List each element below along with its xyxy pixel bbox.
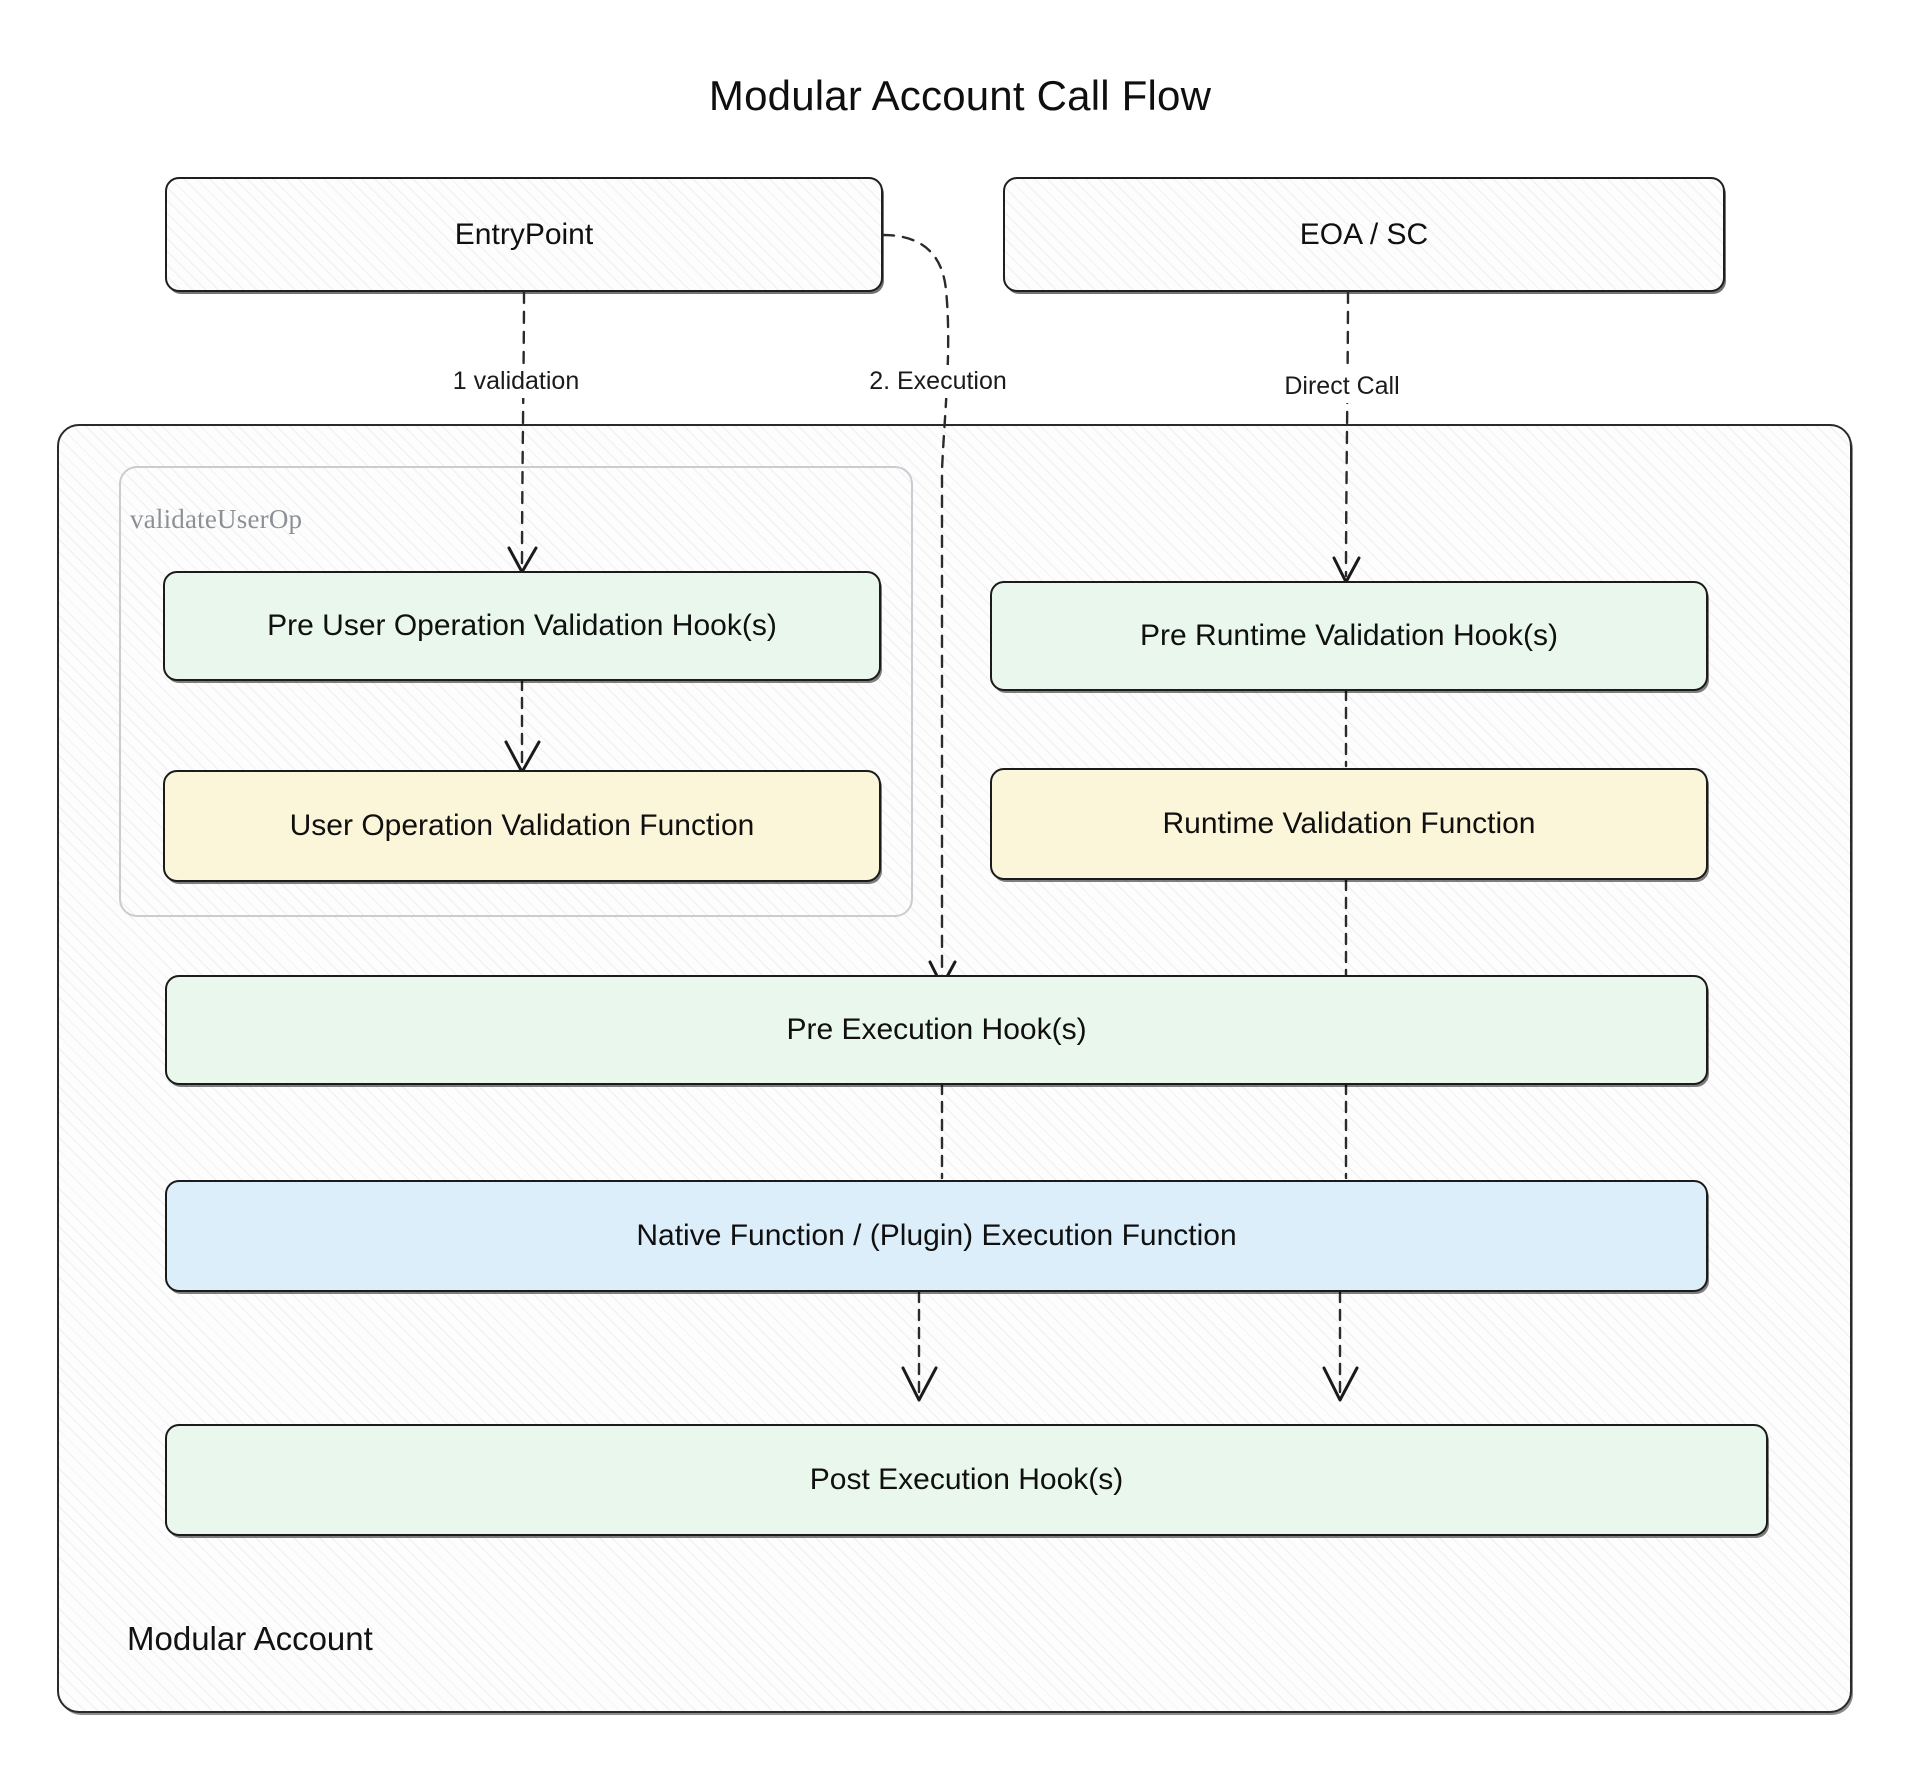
node-runtime-validation-function-label: Runtime Validation Function bbox=[1162, 807, 1536, 840]
diagram-title: Modular Account Call Flow bbox=[708, 72, 1212, 119]
node-pre-runtime-validation-hook-label: Pre Runtime Validation Hook(s) bbox=[1140, 619, 1558, 652]
node-native-function[interactable]: Native Function / (Plugin) Execution Fun… bbox=[165, 1180, 1708, 1292]
node-entrypoint[interactable]: EntryPoint bbox=[165, 177, 883, 292]
container-validate-userop-label: validateUserOp bbox=[130, 504, 303, 534]
edge-label-direct-call: Direct Call bbox=[1277, 370, 1407, 403]
edge-label-execution: 2. Execution bbox=[862, 365, 1014, 398]
node-user-operation-validation-function[interactable]: User Operation Validation Function bbox=[163, 770, 881, 882]
node-eoa-sc-label: EOA / SC bbox=[1299, 217, 1429, 251]
node-eoa-sc[interactable]: EOA / SC bbox=[1003, 177, 1725, 292]
node-post-execution-hook-label: Post Execution Hook(s) bbox=[809, 1463, 1124, 1496]
node-runtime-validation-function[interactable]: Runtime Validation Function bbox=[990, 768, 1708, 880]
container-modular-account-label: Modular Account bbox=[127, 1620, 373, 1657]
node-pre-user-operation-validation-hook-label: Pre User Operation Validation Hook(s) bbox=[267, 609, 777, 642]
node-pre-execution-hook-label: Pre Execution Hook(s) bbox=[786, 1013, 1087, 1046]
node-pre-user-operation-validation-hook[interactable]: Pre User Operation Validation Hook(s) bbox=[163, 571, 881, 681]
node-pre-execution-hook[interactable]: Pre Execution Hook(s) bbox=[165, 975, 1708, 1085]
node-native-function-label: Native Function / (Plugin) Execution Fun… bbox=[636, 1219, 1237, 1252]
node-post-execution-hook[interactable]: Post Execution Hook(s) bbox=[165, 1424, 1768, 1536]
node-entrypoint-label: EntryPoint bbox=[454, 217, 594, 251]
edge-label-validation: 1 validation bbox=[445, 365, 587, 398]
node-pre-runtime-validation-hook[interactable]: Pre Runtime Validation Hook(s) bbox=[990, 581, 1708, 691]
node-user-operation-validation-function-label: User Operation Validation Function bbox=[289, 809, 755, 842]
